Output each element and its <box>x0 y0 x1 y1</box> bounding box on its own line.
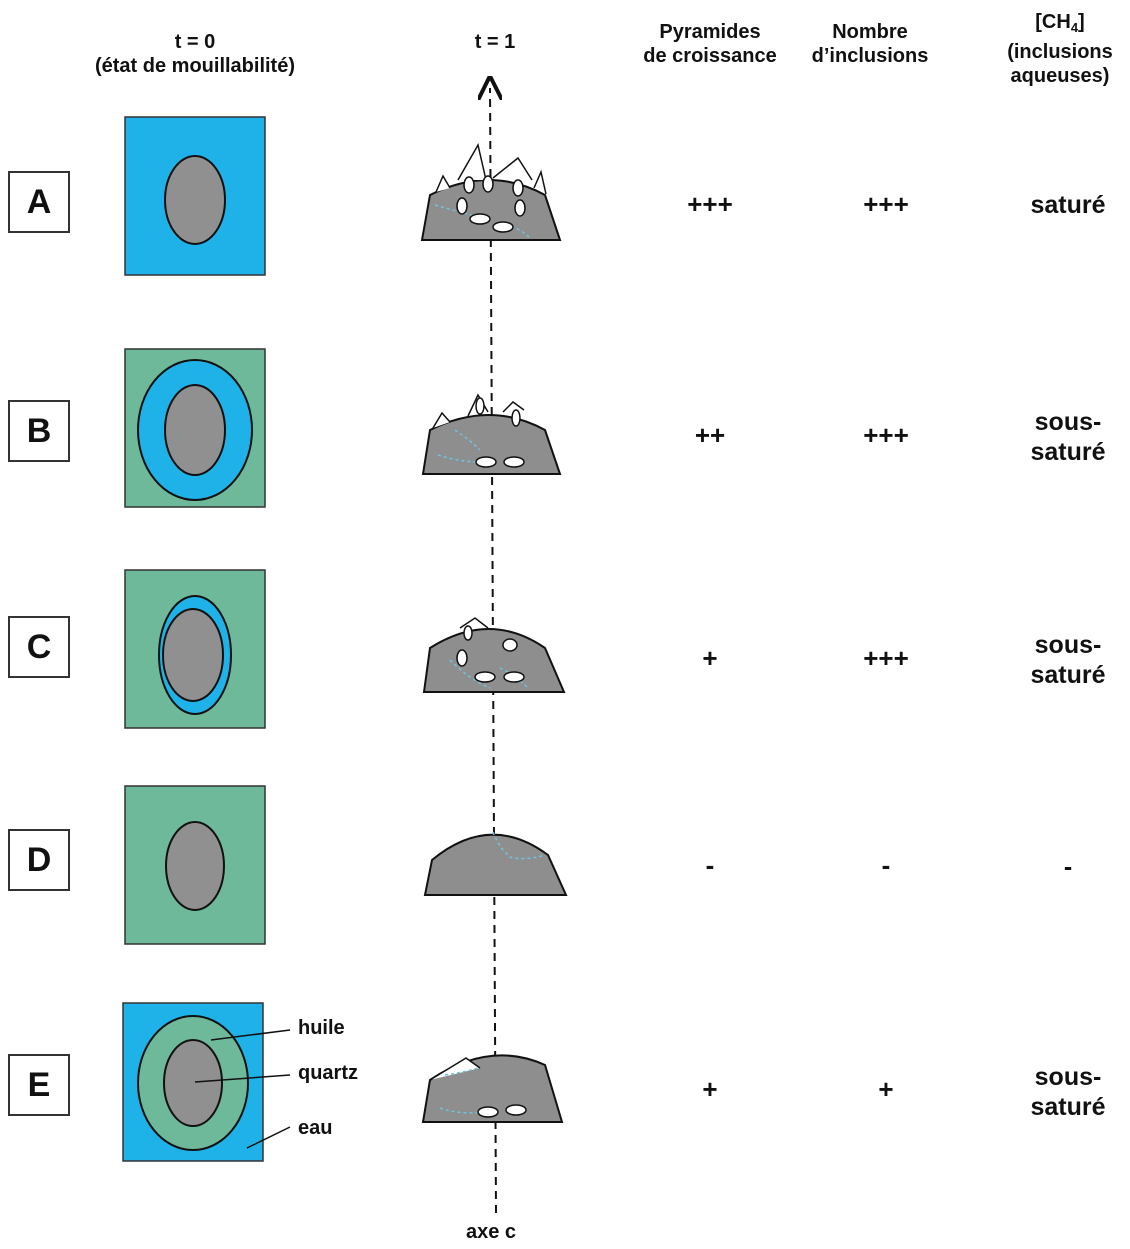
leader-quartz <box>194 1074 291 1083</box>
header-pyramides-line1: Pyramides <box>659 21 761 43</box>
ch4-b-line2: saturé <box>1030 438 1106 466</box>
ch4-a-line1: saturé <box>1030 191 1106 219</box>
ch4-d-line1: - <box>1063 853 1073 881</box>
ch4-b: sous- saturé <box>993 407 1130 467</box>
header-t0-line1: t = 0 <box>174 31 216 53</box>
ch4-e: sous- saturé <box>993 1062 1130 1122</box>
header-ch4-sub: 4 <box>1070 20 1079 35</box>
inclusions-e: + <box>878 1074 894 1104</box>
wettability-panel-e <box>122 1002 291 1162</box>
c-axis-label: axe c <box>466 1221 517 1243</box>
wettability-panel-c <box>124 569 266 729</box>
pyramides-b: ++ <box>694 420 726 450</box>
header-inclusions-line2: d’inclusions <box>811 45 929 67</box>
crystal-c <box>422 617 566 693</box>
wettability-panel-b <box>124 348 266 508</box>
header-ch4-main: [CH <box>1035 11 1071 33</box>
legend-oil: huile <box>298 1017 345 1039</box>
row-label-c: C <box>8 616 70 678</box>
header-pyramides-line2: de croissance <box>643 45 777 67</box>
row-label-e: E <box>8 1054 70 1116</box>
ch4-c: sous- saturé <box>993 630 1130 690</box>
ch4-b-line1: sous- <box>1034 408 1102 436</box>
pyramides-d: - <box>705 850 715 880</box>
ch4-e-line1: sous- <box>1034 1063 1102 1091</box>
row-label-b: B <box>8 400 70 462</box>
crystal-e <box>421 1054 564 1123</box>
ch4-c-line1: sous- <box>1034 631 1102 659</box>
crystal-d <box>423 831 568 896</box>
header-ch4-line1: [CH4] <box>990 10 1130 40</box>
header-inclusions-line1: Nombre <box>832 21 908 43</box>
header-ch4-line2: (inclusions <box>1007 41 1113 63</box>
header-t0-line2: (état de mouillabilité) <box>94 55 296 77</box>
ch4-a: saturé <box>993 190 1130 220</box>
legend-water: eau <box>298 1117 333 1139</box>
legend-quartz: quartz <box>298 1062 358 1084</box>
inclusions-b: +++ <box>863 420 909 450</box>
leader-water <box>246 1126 291 1149</box>
header-ch4-line3: aqueuses) <box>1010 65 1110 87</box>
pyramides-c: + <box>702 643 718 673</box>
header-ch4-end: ] <box>1078 11 1085 33</box>
inclusions-d: - <box>881 850 891 880</box>
ch4-d: - <box>993 852 1130 882</box>
ch4-e-line2: saturé <box>1030 1093 1106 1121</box>
header-pyramides: Pyramides de croissance <box>630 20 790 68</box>
crystal-a <box>420 142 562 241</box>
crystal-b <box>421 393 562 475</box>
pyramides-a: +++ <box>687 189 733 219</box>
leader-oil <box>210 1029 291 1041</box>
wettability-panel-d <box>124 785 266 945</box>
inclusions-c: +++ <box>863 643 909 673</box>
header-ch4: [CH4] (inclusions aqueuses) <box>990 10 1130 88</box>
ch4-c-line2: saturé <box>1030 661 1106 689</box>
row-label-a: A <box>8 171 70 233</box>
pyramides-e: + <box>702 1074 718 1104</box>
header-t1: t = 1 <box>474 31 516 53</box>
inclusions-a: +++ <box>863 189 909 219</box>
header-inclusions: Nombre d’inclusions <box>795 20 945 68</box>
header-t0: t = 0 (état de mouillabilité) <box>70 30 320 78</box>
row-label-d: D <box>8 829 70 891</box>
wettability-panel-a <box>124 116 266 276</box>
